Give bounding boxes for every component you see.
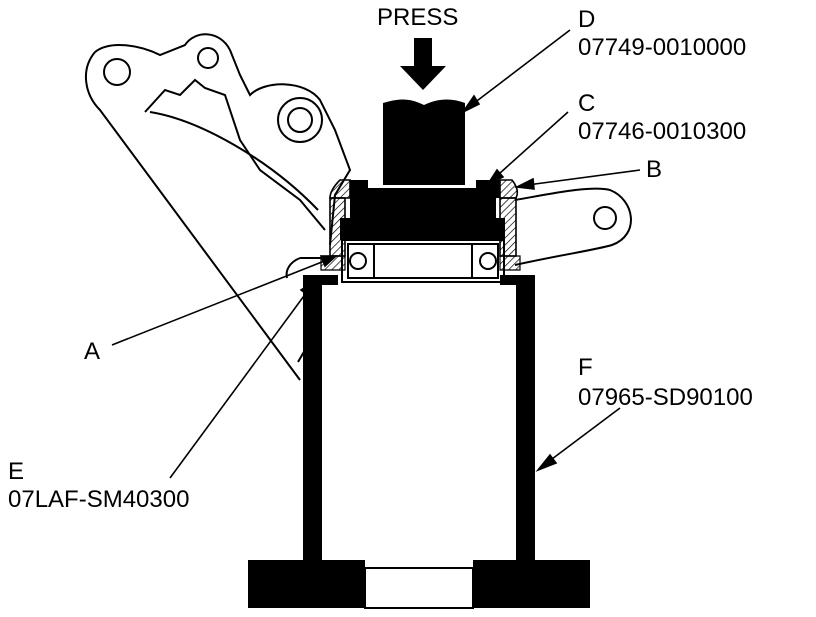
leader-f — [539, 407, 621, 469]
leader-a-arrow — [319, 255, 339, 268]
callout-f-letter: F — [578, 354, 593, 381]
callout-e-letter: E — [8, 458, 25, 485]
callout-a-letter: A — [84, 338, 101, 365]
callout-f-part-number: 07965-SD90100 — [578, 384, 753, 411]
leader-b-arrow — [514, 177, 535, 190]
leader-b — [519, 169, 641, 187]
leader-lines — [111, 29, 641, 479]
leader-e — [169, 284, 313, 479]
callout-b-letter: B — [646, 156, 663, 183]
knuckle-outline — [84, 33, 632, 381]
leader-d — [464, 29, 571, 111]
support-tool-f — [248, 275, 590, 609]
callout-d-letter: D — [578, 6, 596, 33]
callout-e-part-number: 07LAF-SM40300 — [8, 486, 190, 513]
press-arrow-icon — [400, 38, 446, 90]
leader-a — [111, 257, 333, 346]
leader-e-arrow — [299, 280, 316, 298]
callout-d-part-number: 07749-0010000 — [578, 34, 747, 61]
handle-d — [383, 99, 465, 185]
bearing-a — [341, 239, 505, 283]
press-label: PRESS — [377, 4, 459, 31]
leader-d-arrow — [462, 94, 481, 113]
callout-c-part-number: 07746-0010300 — [578, 118, 747, 145]
driver-c — [340, 180, 505, 240]
leader-c-arrow — [485, 168, 505, 186]
leader-f-arrow — [535, 453, 558, 472]
callout-c-letter: C — [578, 90, 596, 117]
leader-c — [489, 111, 569, 183]
